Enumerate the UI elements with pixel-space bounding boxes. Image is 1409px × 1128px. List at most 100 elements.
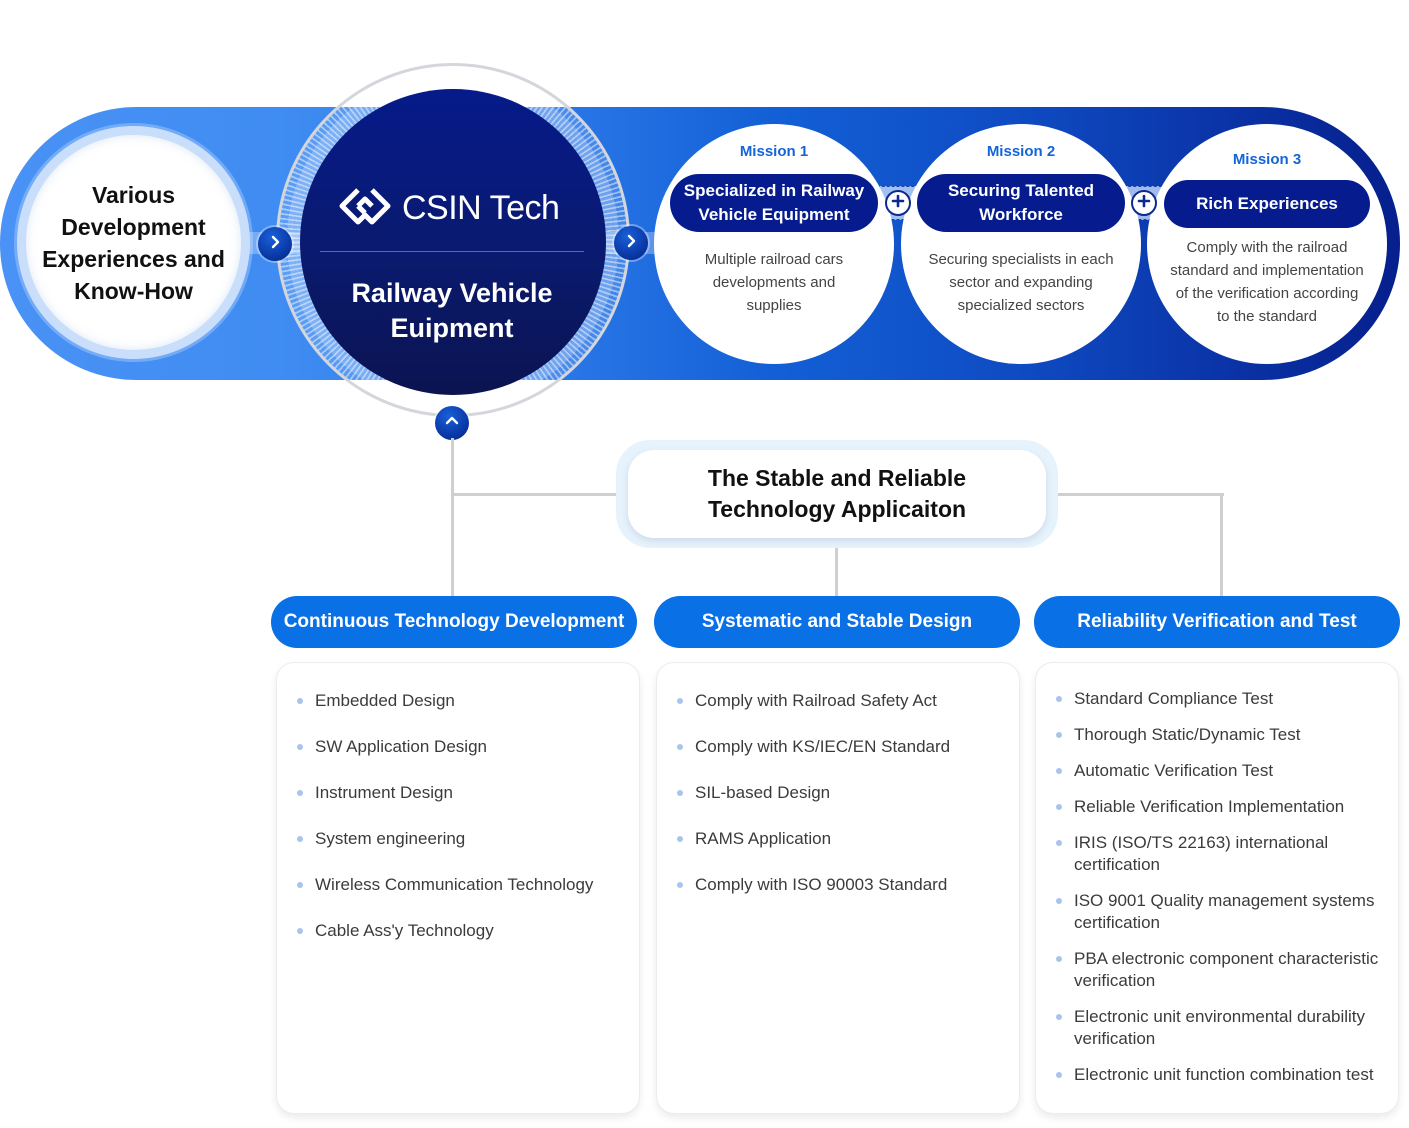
- center-circle: [300, 89, 606, 395]
- bullet-icon: [297, 928, 303, 934]
- development-card: Embedded Design SW Application Design In…: [276, 662, 640, 1114]
- list-item: Electronic unit function combination tes…: [1036, 1064, 1398, 1086]
- list-item-text: PBA electronic component characteristic …: [1074, 949, 1379, 990]
- mission-2-circle: [901, 124, 1141, 364]
- list-item-text: Wireless Communication Technology: [315, 875, 594, 894]
- experience-circle: Various Development Experiences and Know…: [26, 135, 241, 350]
- development-list: Embedded Design SW Application Design In…: [277, 663, 639, 943]
- mission-2-label: Mission 2: [986, 143, 1056, 160]
- list-item: Reliable Verification Implementation: [1036, 796, 1398, 818]
- list-item: Embedded Design: [277, 689, 639, 713]
- list-item: Electronic unit environmental durability…: [1036, 1006, 1398, 1050]
- bullet-icon: [1056, 732, 1062, 738]
- list-item: Thorough Static/Dynamic Test: [1036, 724, 1398, 746]
- bullet-icon: [1056, 696, 1062, 702]
- next-arrow-button-1[interactable]: [258, 227, 292, 261]
- mission-1-label: Mission 1: [739, 143, 809, 160]
- bullet-icon: [677, 744, 683, 750]
- list-item-text: Thorough Static/Dynamic Test: [1074, 725, 1301, 744]
- bullet-icon: [1056, 956, 1062, 962]
- mission-3-circle: [1147, 124, 1387, 364]
- bullet-icon: [677, 882, 683, 888]
- bullet-icon: [1056, 1072, 1062, 1078]
- list-item-text: ISO 9001 Quality management systems cert…: [1074, 891, 1375, 932]
- list-item-text: Reliable Verification Implementation: [1074, 797, 1345, 816]
- bullet-icon: [1056, 1014, 1062, 1020]
- bullet-icon: [297, 790, 303, 796]
- bullet-icon: [1056, 898, 1062, 904]
- bullet-icon: [297, 836, 303, 842]
- chevron-up-icon: [444, 413, 460, 434]
- plus-connector-2: [1131, 190, 1157, 216]
- connector-right-horizontal: [1054, 493, 1224, 496]
- next-arrow-button-2[interactable]: [614, 226, 648, 260]
- mission-2-title: Securing Talented Workforce: [917, 174, 1125, 232]
- plus-circle-icon: [1137, 194, 1151, 213]
- mission-1-title: Specialized in Railway Vehicle Equipment: [670, 174, 878, 232]
- mission-1-circle: [654, 124, 894, 364]
- list-item-text: Comply with Railroad Safety Act: [695, 691, 937, 710]
- experience-text: Various Development Experiences and Know…: [42, 181, 225, 304]
- technology-application-title: The Stable and Reliable Technology Appli…: [707, 465, 967, 522]
- list-item: Comply with ISO 90003 Standard: [657, 873, 1019, 897]
- design-list: Comply with Railroad Safety Act Comply w…: [657, 663, 1019, 897]
- list-item: PBA electronic component characteristic …: [1036, 948, 1398, 992]
- bullet-icon: [677, 790, 683, 796]
- verification-list: Standard Compliance Test Thorough Static…: [1036, 663, 1398, 1086]
- mission-1-description: Multiple railroad cars developments and …: [704, 251, 844, 314]
- design-card: Comply with Railroad Safety Act Comply w…: [656, 662, 1020, 1114]
- connector-left-vertical: [451, 438, 454, 596]
- mission-2-description: Securing specialists in each sector and …: [928, 251, 1114, 314]
- csin-chain-logo-icon: [336, 186, 394, 231]
- list-item-text: Comply with KS/IEC/EN Standard: [695, 737, 951, 756]
- list-item: RAMS Application: [657, 827, 1019, 851]
- column-header-development: Continuous Technology Development: [271, 596, 637, 648]
- column-header-verification: Reliability Verification and Test: [1034, 596, 1400, 648]
- list-item: Standard Compliance Test: [1036, 688, 1398, 710]
- plus-connector-1: [885, 190, 911, 216]
- bullet-icon: [297, 744, 303, 750]
- bullet-icon: [677, 698, 683, 704]
- connector-center-vertical: [835, 545, 838, 596]
- list-item-text: IRIS (ISO/TS 22163) international certif…: [1074, 833, 1329, 874]
- list-item-text: SIL-based Design: [695, 783, 831, 802]
- list-item: Cable Ass'y Technology: [277, 919, 639, 943]
- list-item: Comply with KS/IEC/EN Standard: [657, 735, 1019, 759]
- logo-text: CSIN Tech: [402, 188, 560, 227]
- mission-3-description: Comply with the railroad standard and im…: [1170, 239, 1364, 325]
- list-item: IRIS (ISO/TS 22163) international certif…: [1036, 832, 1398, 876]
- mission-3-title: Rich Experiences: [1164, 180, 1370, 228]
- list-item-text: Automatic Verification Test: [1074, 761, 1274, 780]
- list-item-text: Standard Compliance Test: [1074, 689, 1274, 708]
- bullet-icon: [297, 698, 303, 704]
- list-item: Comply with Railroad Safety Act: [657, 689, 1019, 713]
- list-item: System engineering: [277, 827, 639, 851]
- mission-3-label: Mission 3: [1232, 151, 1302, 168]
- chevron-right-icon: [623, 233, 639, 254]
- up-arrow-button[interactable]: [435, 406, 469, 440]
- company-logo: CSIN Tech: [336, 184, 576, 232]
- list-item-text: SW Application Design: [315, 737, 487, 756]
- list-item-text: Embedded Design: [315, 691, 455, 710]
- list-item-text: Electronic unit function combination tes…: [1074, 1065, 1374, 1084]
- technology-application-box: The Stable and Reliable Technology Appli…: [628, 450, 1046, 538]
- list-item-text: Electronic unit environmental durability…: [1074, 1007, 1366, 1048]
- bullet-icon: [1056, 840, 1062, 846]
- list-item-text: Comply with ISO 90003 Standard: [695, 875, 948, 894]
- bullet-icon: [677, 836, 683, 842]
- list-item: Wireless Communication Technology: [277, 873, 639, 897]
- list-item-text: Instrument Design: [315, 783, 453, 802]
- list-item: SW Application Design: [277, 735, 639, 759]
- plus-circle-icon: [891, 194, 905, 213]
- bullet-icon: [1056, 768, 1062, 774]
- list-item: Instrument Design: [277, 781, 639, 805]
- column-header-design: Systematic and Stable Design: [654, 596, 1020, 648]
- list-item: Automatic Verification Test: [1036, 760, 1398, 782]
- list-item: ISO 9001 Quality management systems cert…: [1036, 890, 1398, 934]
- list-item: SIL-based Design: [657, 781, 1019, 805]
- chevron-right-icon: [267, 234, 283, 255]
- verification-card: Standard Compliance Test Thorough Static…: [1035, 662, 1399, 1114]
- list-item-text: Cable Ass'y Technology: [315, 921, 494, 940]
- center-title: Railway Vehicle Euipment: [351, 278, 553, 343]
- list-item-text: System engineering: [315, 829, 466, 848]
